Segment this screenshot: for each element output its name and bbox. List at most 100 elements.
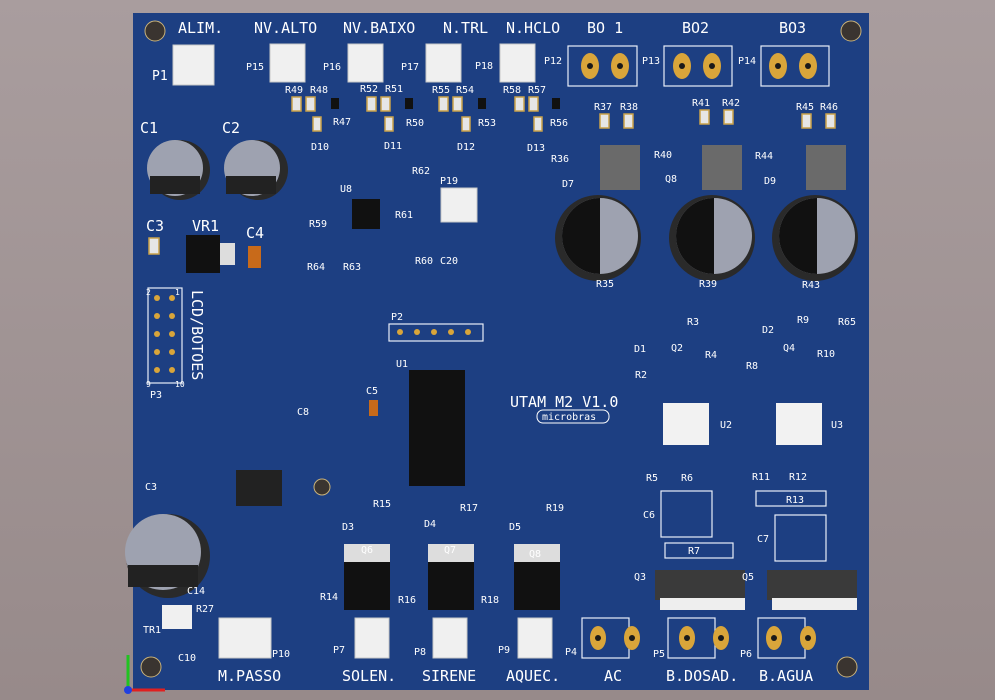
brand-logo [536,409,610,424]
label-alim: ALIM. [178,19,223,37]
silkscreen-ref-label: R62 [412,166,430,177]
silkscreen-ref-label: C4 [246,224,264,242]
label-bo2: BO2 [682,19,709,37]
top-silkscreen-labels: ALIM. NV.ALTO NV.BAIXO N.TRL N.HCLO BO 1… [178,19,806,37]
silkscreen-ref-label: R5 [646,473,658,484]
electrolytic-capacitors: C1 C2 [125,119,858,598]
silkscreen-ref-label: P12 [544,56,562,67]
silkscreen-ref-label: C3 [146,217,164,235]
silkscreen-ref-label: R58 [503,85,521,96]
silkscreen-ref-label: D4 [424,519,436,530]
label-bo3: BO3 [779,19,806,37]
silkscreen-ref-label: P2 [391,312,403,323]
silkscreen-ref-label: D3 [342,522,354,533]
silkscreen-ref-label: R35 [596,279,614,290]
silkscreen-ref-label: R48 [310,85,328,96]
silkscreen-ref-label: P4 [565,647,577,658]
silkscreen-ref-label: TR1 [143,625,161,636]
silkscreen-ref-label: C2 [222,119,240,137]
silkscreen-ref-label: P6 [740,649,752,660]
silkscreen-ref-label: D2 [762,325,774,336]
axis-gizmo-icon [124,655,165,694]
silkscreen-ref-label: D7 [562,179,574,190]
left-components: C3 VR1 C4 U8 R59 R61 R62 R60 C20 R64 R63… [143,166,484,664]
silkscreen-ref-label: R53 [478,118,496,129]
silkscreen-ref-label: R17 [460,503,478,514]
silkscreen-ref-label: Q8 [665,174,677,185]
label-n-trl: N.TRL [443,19,488,37]
silkscreen-ref-label: R18 [481,595,499,606]
silkscreen-ref-label: D10 [311,142,329,153]
silkscreen-ref-label: Q5 [742,572,754,583]
label-nv-baixo: NV.BAIXO [343,19,415,37]
silkscreen-ref-label: U8 [340,184,352,195]
silkscreen-ref-label: P13 [642,56,660,67]
silkscreen-ref-label: R4 [705,350,717,361]
silkscreen-ref-label: 10 [175,380,185,389]
top-resistor-groups: R49 R48 R47 R52 R51 R50 R55 R54 R53 R58 … [285,84,568,154]
silkscreen-ref-label: B.AGUA [759,667,813,685]
board-title: UTAM M2 V1.0 [510,393,618,411]
silkscreen-ref-label: R8 [746,361,758,372]
label-lcd-botoes: LCD/BOTOES [188,290,206,380]
silkscreen-ref-label: R49 [285,85,303,96]
silkscreen-ref-label: 9 [146,380,151,389]
silkscreen-ref-label: R13 [786,495,804,506]
right-bottom-section: R3 D1 Q2 R4 R2 U2 R5 R6 C6 R7 Q3 D2 R9 Q… [634,315,857,610]
silkscreen-ref-label: R52 [360,84,378,95]
silkscreen-ref-label: SIRENE [422,667,476,685]
silkscreen-ref-label: R59 [309,219,327,230]
silkscreen-ref-label: R60 [415,256,433,267]
silkscreen-ref-label: Q2 [671,343,683,354]
silkscreen-ref-label: P17 [401,62,419,73]
silkscreen-ref-label: VR1 [192,217,219,235]
silkscreen-ref-label: P8 [414,647,426,658]
silkscreen-ref-label: D12 [457,142,475,153]
silkscreen-ref-label: M.PASSO [218,667,281,685]
silkscreen-ref-label: C14 [187,586,205,597]
silkscreen-ref-label: 2 [146,288,151,297]
silkscreen-ref-label: 1 [175,288,180,297]
silkscreen-ref-label: R41 [692,98,710,109]
silkscreen-ref-label: D11 [384,141,402,152]
silkscreen-ref-label: R27 [196,604,214,615]
label-n-hclo: N.HCLO [506,19,560,37]
silkscreen-ref-label: Q7 [444,545,456,556]
silkscreen-ref-label: P14 [738,56,756,67]
silkscreen-ref-label: U3 [831,420,843,431]
silkscreen-ref-label: R11 [752,472,770,483]
silkscreen-ref-label: R64 [307,262,325,273]
silkscreen-ref-label: P7 [333,645,345,656]
silkscreen-ref-label: R44 [755,151,773,162]
silkscreen-ref-label: D13 [527,143,545,154]
silkscreen-ref-label: P15 [246,62,264,73]
silkscreen-ref-label: P10 [272,649,290,660]
silkscreen-ref-label: R57 [528,85,546,96]
silkscreen-ref-label: R15 [373,499,391,510]
silkscreen-ref-label: R7 [688,546,700,557]
silkscreen-ref-label: SOLEN. [342,667,396,685]
silkscreen-ref-label: R42 [722,98,740,109]
silkscreen-ref-label: D9 [764,176,776,187]
silkscreen-ref-label: R19 [546,503,564,514]
silkscreen-ref-label: Q6 [361,545,373,556]
screw-terminals-top: P12 P13 P14 [544,45,830,87]
silkscreen-ref-label: P9 [498,645,510,656]
bottom-connectors: P10 P7 P8 P9 P4 P5 P6 [218,617,816,660]
silkscreen-ref-label: R50 [406,118,424,129]
silkscreen-ref-label: R39 [699,279,717,290]
silkscreen-ref-label: R47 [333,117,351,128]
mounting-holes [140,20,862,678]
pcb-board [133,13,869,690]
silkscreen-ref-label: C5 [366,386,378,397]
silkscreen-ref-label: P18 [475,61,493,72]
silkscreen-ref-label: R40 [654,150,672,161]
silkscreen-ref-label: R36 [551,154,569,165]
silkscreen-ref-label: B.DOSAD. [666,667,738,685]
silkscreen-ref-label: R65 [838,317,856,328]
silkscreen-ref-label: C6 [643,510,655,521]
silkscreen-ref-label: R38 [620,102,638,113]
silkscreen-ref-label: R45 [796,102,814,113]
silkscreen-ref-label: P1 [152,69,168,84]
